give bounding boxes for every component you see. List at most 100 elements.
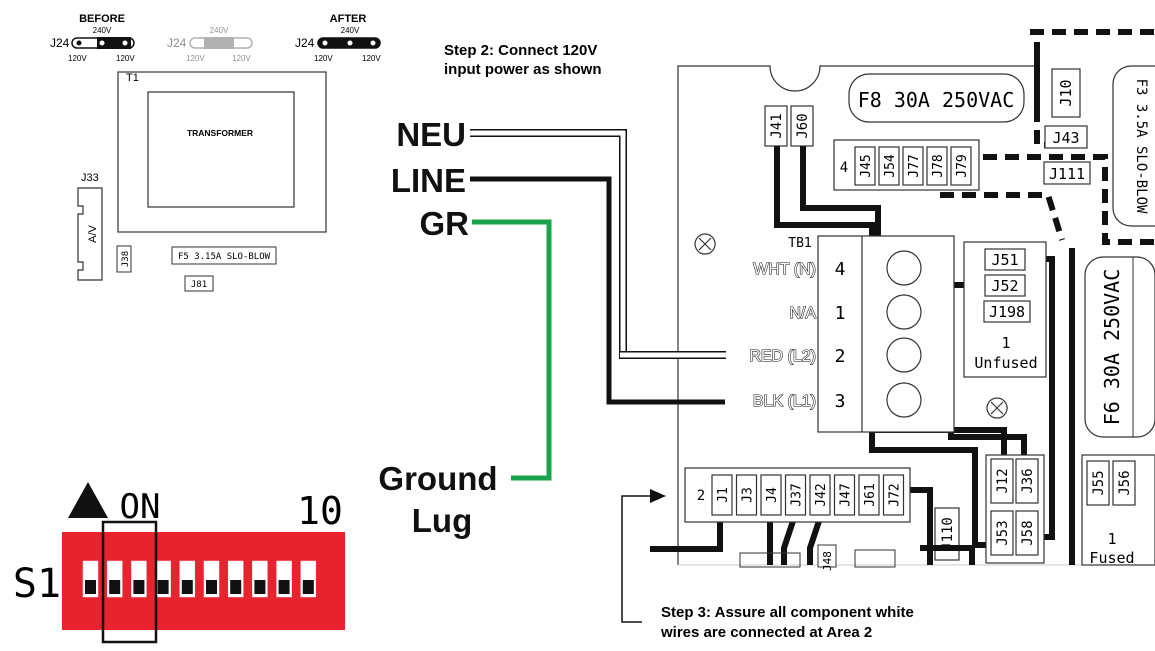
group4-connector-label: J54 — [883, 154, 898, 178]
switch-highlight-box — [101, 520, 158, 644]
s1-label: S1 — [13, 561, 61, 607]
group2-connector-label: J4 — [765, 487, 780, 503]
line-wire — [470, 176, 725, 405]
partial-box — [739, 552, 801, 568]
ten-label: 10 — [297, 489, 343, 533]
jumper-120v-label: 120V — [362, 54, 381, 63]
terminal-screw — [886, 294, 922, 330]
j41-j60-connectors: J41 J60 — [764, 105, 814, 147]
j36-connector — [1015, 458, 1039, 504]
j51-label: J51 — [991, 251, 1018, 269]
terminal-label: WHT (N) — [753, 261, 816, 278]
group4-connector — [950, 146, 972, 186]
group4-connector — [878, 146, 900, 186]
f5-fuse — [171, 246, 277, 265]
slo-blow-partial-label: F3 3.5A SLO-BLOW — [1133, 79, 1149, 214]
wire-labels: NEU LINE GR Ground Lug — [378, 116, 497, 539]
j53-connector — [990, 510, 1014, 556]
step3-arrow-line — [621, 495, 654, 623]
unfused-block: J51 J52 J198 1 Unfused — [963, 241, 1047, 378]
group2-connector-label: J3 — [741, 487, 756, 503]
group2-connector — [858, 474, 880, 516]
jumper-header — [189, 37, 253, 49]
j12-label: J12 — [995, 468, 1011, 493]
dip-toggle-knob — [278, 580, 290, 594]
terminal-number: 3 — [835, 391, 846, 412]
jumper-shunt — [97, 37, 131, 49]
j110-connector — [934, 507, 960, 561]
j55-connector — [1086, 460, 1110, 506]
tb1-body — [817, 235, 955, 433]
dip-toggle-knob — [302, 580, 314, 594]
group2-connector-label: J42 — [814, 483, 829, 506]
jumper-240v-label: 240V — [93, 26, 112, 35]
f6-fuse — [1084, 256, 1155, 438]
partial-box — [854, 549, 896, 568]
neu-label: NEU — [396, 116, 466, 153]
ground-label: Ground — [378, 460, 497, 497]
group2-connector — [760, 474, 782, 516]
transformer-outline — [117, 71, 327, 233]
j198-label: J198 — [989, 303, 1025, 321]
f6-label: F6 30A 250VAC — [1100, 269, 1124, 426]
jumper-before: BEFORE J24 240V 120V 120V — [50, 13, 135, 63]
group4-connector-label: J78 — [931, 154, 946, 177]
group4-connector-label: J79 — [955, 154, 970, 177]
terminal-number: 1 — [835, 303, 846, 324]
j38-label: J38 — [121, 251, 131, 267]
j52-label: J52 — [991, 277, 1018, 295]
group4-connector-label: J77 — [907, 154, 922, 177]
j10-label: J10 — [1057, 79, 1075, 106]
j110-wire — [920, 545, 975, 565]
lug-label: Lug — [412, 502, 472, 539]
dip-toggle-knob — [254, 580, 266, 594]
dip-toggle-knob — [133, 580, 145, 594]
j43-label: J43 — [1052, 129, 1079, 147]
j111-label: J111 — [1049, 165, 1085, 183]
top-right-connectors: J10 J43 J111 F3 3.5A SLO-BLOW — [1043, 65, 1155, 227]
screw-icon — [986, 397, 1008, 419]
tb1-label: TB1 — [788, 236, 811, 251]
j53-label: J53 — [995, 520, 1011, 545]
group4-number: 4 — [840, 160, 848, 176]
terminal-number: 2 — [835, 346, 846, 367]
dip-toggle-knob — [85, 580, 96, 594]
terminal-label: N/A — [789, 305, 816, 322]
group2-connector — [809, 474, 831, 516]
j56-label: J56 — [1117, 470, 1133, 495]
group4-connector — [854, 146, 876, 186]
step2-instruction: Step 2: Connect 120V input power as show… — [444, 42, 602, 78]
jumper-name: J24 — [50, 36, 70, 50]
t1-label: T1 — [126, 72, 139, 84]
transformer-label: TRANSFORMER — [187, 128, 253, 138]
jumper-pin — [322, 40, 328, 46]
group2-connector-label: J47 — [839, 483, 854, 506]
unfused-number: 1 — [1001, 334, 1010, 352]
j81-label: J81 — [191, 280, 207, 290]
before-label: BEFORE — [79, 13, 125, 25]
on-label: ON — [120, 487, 161, 527]
j51-connector — [984, 248, 1026, 271]
fused-label: Fused — [1089, 549, 1134, 567]
jumper-name: J24 — [167, 36, 187, 50]
group2-number: 2 — [697, 488, 705, 504]
jumper-240v-label: 240V — [341, 26, 360, 35]
step2-line2: input power as shown — [444, 61, 602, 78]
j58-connector — [1015, 510, 1039, 556]
j10-connector — [1051, 68, 1081, 118]
dip-toggle-knob — [181, 580, 193, 594]
group4-connector — [926, 146, 948, 186]
right-fuse-area: F6 30A 250VAC J55 J56 1 Fused — [1081, 256, 1155, 567]
on-arrow-icon — [68, 482, 108, 518]
unfused-label: Unfused — [974, 354, 1037, 372]
neu-wire — [470, 130, 720, 358]
jumper-120v-label: 120V — [68, 54, 87, 63]
group2-connector — [735, 474, 758, 516]
j52-connector — [984, 274, 1026, 297]
j33-label: J33 — [81, 172, 99, 184]
jumper-pin — [370, 40, 376, 46]
neu-wire-outline — [470, 129, 720, 359]
step3-line2: wires are connected at Area 2 — [660, 624, 872, 641]
